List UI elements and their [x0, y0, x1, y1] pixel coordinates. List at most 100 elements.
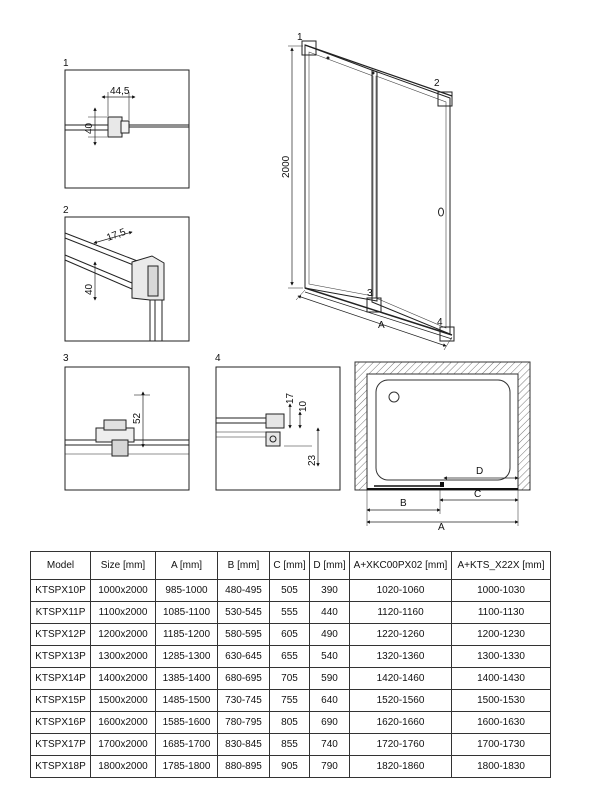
- cell: KTSPX13P: [30, 645, 91, 668]
- detail-3-height-dim: 52: [132, 412, 143, 424]
- cell: 555: [269, 601, 310, 624]
- cell: 1085-1100: [155, 601, 218, 624]
- cell: 1300-1330: [451, 645, 551, 668]
- detail-4-bottom-dim: 23: [307, 454, 318, 466]
- cell: 505: [269, 579, 310, 602]
- detail-3-number: 3: [63, 353, 69, 364]
- cell: 580-595: [217, 623, 270, 646]
- cell: KTSPX14P: [30, 667, 91, 690]
- cell: 1520-1560: [349, 689, 452, 712]
- cell: 1700x2000: [90, 733, 156, 756]
- cell: 1200x2000: [90, 623, 156, 646]
- cell: 1100x2000: [90, 601, 156, 624]
- cell: 540: [309, 645, 350, 668]
- cell: 630-645: [217, 645, 270, 668]
- cell: 730-745: [217, 689, 270, 712]
- cell: 1485-1500: [155, 689, 218, 712]
- callout-2: 2: [434, 78, 440, 89]
- cell: KTSPX16P: [30, 711, 91, 734]
- detail-4-top1-dim: 17: [285, 392, 296, 404]
- cell: 880-895: [217, 755, 270, 778]
- header-d: D [mm]: [309, 551, 350, 580]
- detail-1: 1 44,5 40: [63, 58, 190, 189]
- cell: 830-845: [217, 733, 270, 756]
- cell: 1220-1260: [349, 623, 452, 646]
- spec-table: Model Size [mm] A [mm] B [mm] C [mm] D […: [30, 551, 551, 778]
- cell: 605: [269, 623, 310, 646]
- cell: 1720-1760: [349, 733, 452, 756]
- table-header-row: Model Size [mm] A [mm] B [mm] C [mm] D […: [30, 551, 551, 580]
- cell: 1500-1530: [451, 689, 551, 712]
- detail-2-number: 2: [63, 205, 69, 216]
- cell: 1620-1660: [349, 711, 452, 734]
- cell: 640: [309, 689, 350, 712]
- width-dim-a: A: [378, 320, 385, 331]
- detail-2: 2 17,5 40: [63, 205, 190, 342]
- header-a-xkc: A+XKC00PX02 [mm]: [349, 551, 452, 580]
- height-dim: 2000: [281, 155, 292, 178]
- cell: 1100-1130: [451, 601, 551, 624]
- cell: 790: [309, 755, 350, 778]
- cell: 740: [309, 733, 350, 756]
- cell: 1320-1360: [349, 645, 452, 668]
- plan-dim-a: A: [438, 522, 445, 533]
- header-model: Model: [30, 551, 91, 580]
- plan-dim-b: B: [400, 498, 407, 509]
- cell: KTSPX11P: [30, 601, 91, 624]
- cell: 655: [269, 645, 310, 668]
- callout-4: 4: [437, 317, 443, 328]
- cell: 1820-1860: [349, 755, 452, 778]
- cell: 1200-1230: [451, 623, 551, 646]
- detail-2-width-dim: 17,5: [105, 227, 127, 244]
- detail-1-width-dim: 44,5: [110, 86, 130, 97]
- cell: 490: [309, 623, 350, 646]
- cell: 690: [309, 711, 350, 734]
- cell: 480-495: [217, 579, 270, 602]
- cell: 1600-1630: [451, 711, 551, 734]
- cell: 1685-1700: [155, 733, 218, 756]
- cell: 390: [309, 579, 350, 602]
- cell: 780-795: [217, 711, 270, 734]
- cell: 905: [269, 755, 310, 778]
- cell: 1785-1800: [155, 755, 218, 778]
- header-a: A [mm]: [155, 551, 218, 580]
- plan-dim-d: D: [476, 466, 483, 477]
- detail-2-height-dim: 40: [84, 283, 95, 295]
- detail-1-number: 1: [63, 58, 69, 69]
- cell: 1385-1400: [155, 667, 218, 690]
- callout-1: 1: [297, 32, 303, 43]
- cell: KTSPX18P: [30, 755, 91, 778]
- cell: 680-695: [217, 667, 270, 690]
- callout-3: 3: [367, 288, 373, 299]
- cell: 805: [269, 711, 310, 734]
- cell: 1000x2000: [90, 579, 156, 602]
- cell: 440: [309, 601, 350, 624]
- cell: 590: [309, 667, 350, 690]
- cell: 1020-1060: [349, 579, 452, 602]
- cell: KTSPX15P: [30, 689, 91, 712]
- detail-4-top2-dim: 10: [298, 400, 309, 412]
- detail-4-number: 4: [215, 353, 221, 364]
- cell: KTSPX10P: [30, 579, 91, 602]
- cell: 1585-1600: [155, 711, 218, 734]
- main-door-drawing: 1 2 3 4 2000 A: [281, 32, 455, 351]
- cell: 1800-1830: [451, 755, 551, 778]
- cell: 755: [269, 689, 310, 712]
- cell: 1500x2000: [90, 689, 156, 712]
- detail-1-height-dim: 40: [84, 122, 95, 134]
- header-c: C [mm]: [269, 551, 310, 580]
- cell: 1800x2000: [90, 755, 156, 778]
- cell: KTSPX17P: [30, 733, 91, 756]
- cell: 530-545: [217, 601, 270, 624]
- detail-4: 4 17 10 23: [215, 353, 341, 491]
- cell: KTSPX12P: [30, 623, 91, 646]
- cell: 1120-1160: [349, 601, 452, 624]
